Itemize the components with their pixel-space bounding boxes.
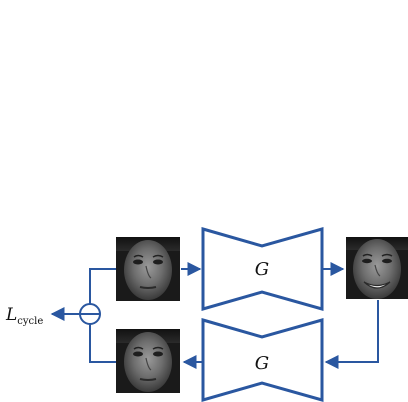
generator-top-label: G: [255, 259, 269, 280]
arrow-output-to-bottom-generator: [324, 300, 379, 369]
reconstructed-face-image: [116, 329, 180, 393]
cycle-loss-label: Lcycle: [5, 305, 43, 327]
generator-bottom-box: [201, 318, 324, 402]
cycle-loss-subscript: cycle: [17, 316, 43, 327]
generator-top-box: [201, 227, 324, 311]
line-reconstruction-to-difference: [89, 324, 116, 363]
generated-face-image: [346, 237, 408, 299]
line-input-to-difference: [89, 268, 116, 304]
generator-bottom-label: G: [255, 353, 269, 374]
input-face-image: [116, 237, 180, 301]
difference-node: [79, 303, 101, 325]
cycle-loss-symbol: L: [5, 305, 17, 325]
